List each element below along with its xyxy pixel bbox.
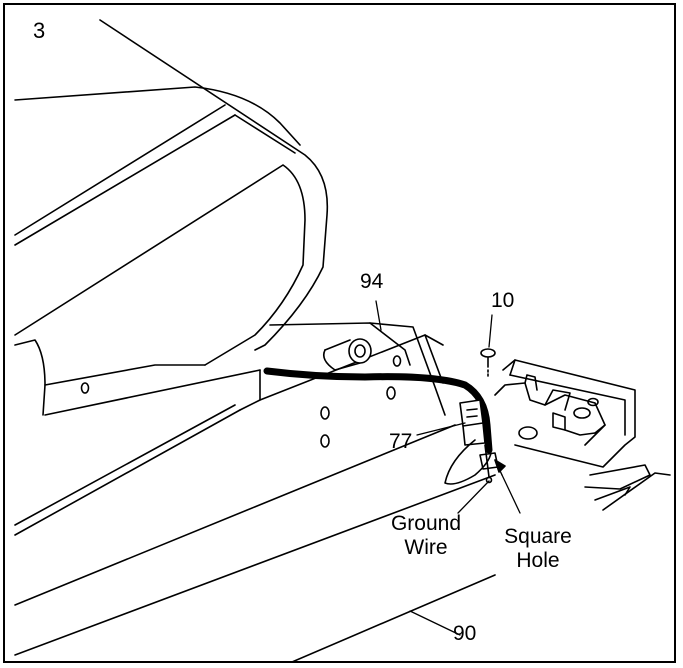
ground-wire-label-line2: Wire: [404, 536, 448, 559]
right-fragment: [584, 464, 671, 511]
assembly-illustration: [14, 19, 671, 661]
square-hole-arrow: [494, 459, 506, 476]
square-hole-label: Square Hole: [498, 525, 578, 573]
upright-plate: [80, 322, 446, 448]
leader-lines: [375, 300, 521, 636]
callout-10: 10: [491, 289, 515, 312]
base-bracket: [494, 359, 636, 468]
connector-77: [459, 399, 486, 446]
callout-77: 77: [389, 430, 413, 453]
axle-cylinder: [322, 338, 372, 371]
callout-94: 94: [360, 270, 384, 293]
wire-harness: [263, 367, 493, 454]
frame-rail: [14, 334, 496, 661]
square-hole-label-line1: Square: [504, 525, 572, 548]
screw-10: [480, 348, 496, 378]
callout-90: 90: [453, 622, 477, 645]
diagram-frame: 3 94 10 77 Ground Wire Square Hole 90: [3, 3, 676, 663]
ground-wire-label: Ground Wire: [381, 512, 471, 560]
ground-wire-label-line1: Ground: [390, 512, 462, 535]
square-hole-label-line2: Hole: [516, 549, 560, 572]
console-housing: [14, 19, 329, 416]
step-number: 3: [33, 18, 46, 43]
